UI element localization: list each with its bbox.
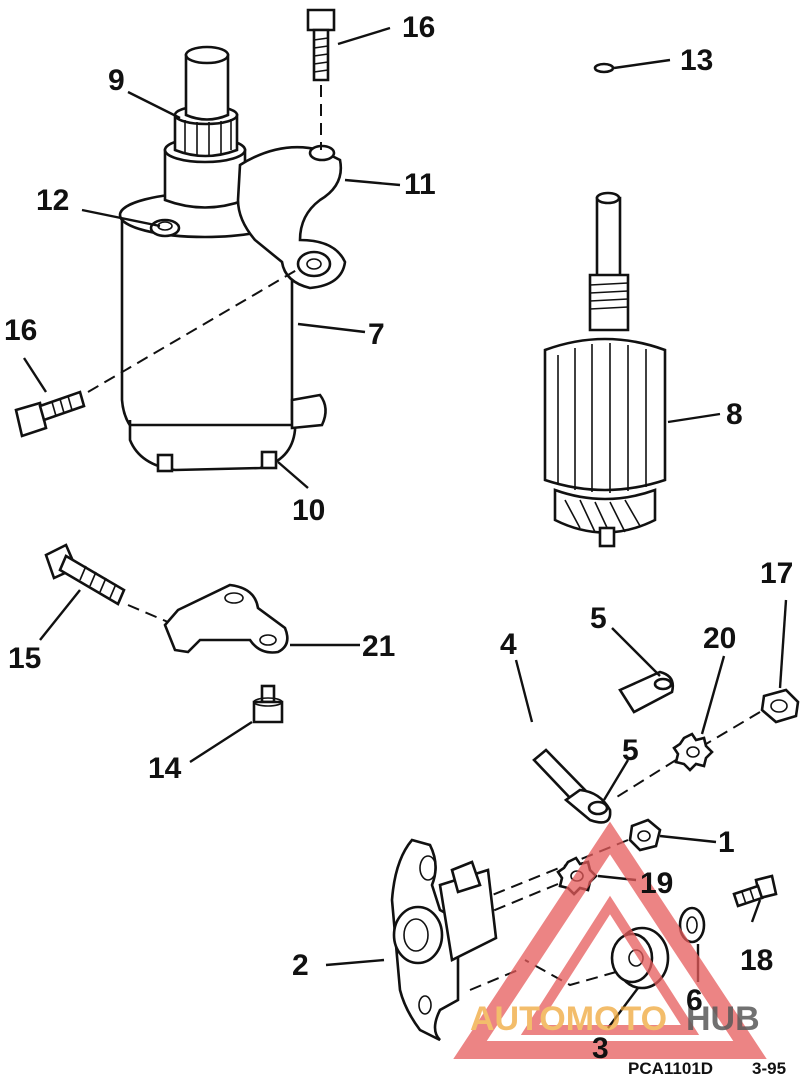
retaining-ring	[593, 62, 615, 74]
callout-3: 3	[592, 1032, 609, 1065]
callout-19: 19	[640, 867, 673, 900]
revision-code: 3-95	[752, 1059, 786, 1078]
screw-18	[732, 874, 778, 908]
callout-17: 17	[760, 557, 793, 590]
screw-16-left	[14, 267, 301, 438]
callout-14: 14	[148, 752, 182, 785]
mounting-bracket	[236, 144, 347, 290]
nut-17	[760, 688, 800, 724]
figure-code: PCA1101D	[628, 1059, 713, 1078]
watermark-text-1: AUTOMOTO	[470, 1000, 667, 1038]
callout-13: 13	[680, 44, 713, 77]
starter-motor-housing	[118, 45, 347, 473]
callout-7: 7	[368, 318, 385, 351]
screw-14	[252, 684, 284, 724]
callout-10: 10	[292, 494, 325, 527]
callout-20: 20	[703, 622, 736, 655]
callout-5-mid: 5	[622, 734, 639, 767]
bracket-21	[163, 583, 289, 654]
end-cap	[128, 393, 327, 473]
callout-11: 11	[404, 168, 436, 201]
watermark-text-2: HUB	[686, 1000, 760, 1038]
callout-12: 12	[36, 184, 69, 217]
callout-labels: 16 13 9 11 12 16 7 8 10 17 5 20 4 15 21 …	[4, 11, 793, 1065]
callout-1: 1	[718, 826, 735, 859]
callout-2: 2	[292, 949, 309, 982]
callout-8: 8	[726, 398, 743, 431]
bolt-15	[44, 543, 176, 626]
star-washer-20	[672, 732, 714, 772]
through-bolt-head	[149, 218, 181, 238]
leader-lines	[22, 26, 788, 1029]
battery-cable	[520, 670, 675, 877]
callout-15: 15	[8, 642, 41, 675]
callout-21: 21	[362, 630, 395, 663]
callout-16-left: 16	[4, 314, 37, 347]
armature	[543, 191, 667, 548]
callout-5-top: 5	[590, 602, 607, 635]
nut-1	[628, 818, 662, 852]
callout-6: 6	[686, 984, 703, 1017]
callout-9: 9	[108, 64, 125, 97]
callout-16-top: 16	[402, 11, 435, 44]
callout-18: 18	[740, 944, 773, 977]
screw-16-top	[306, 8, 336, 150]
washer-6	[678, 906, 706, 944]
solenoid	[390, 838, 498, 1042]
watermark-logo: AUTOMOTO HUB	[453, 821, 767, 1059]
callout-4: 4	[500, 628, 517, 661]
